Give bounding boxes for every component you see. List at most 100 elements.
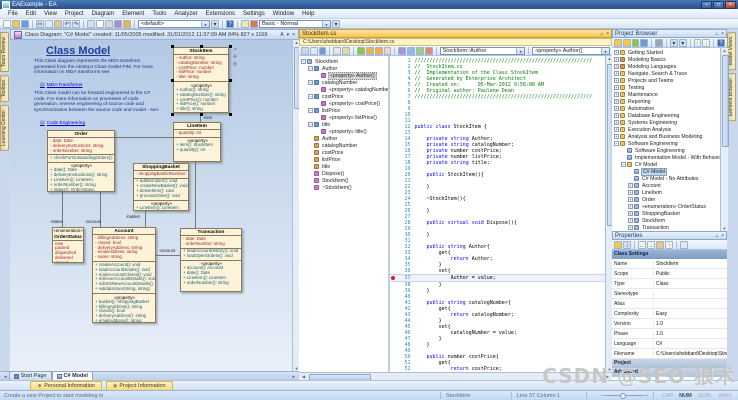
tree-expander[interactable]: +: [614, 106, 619, 111]
dock-tab-learning-center[interactable]: Learning Center: [0, 105, 9, 152]
edit-icon[interactable]: [656, 240, 664, 249]
tree-item[interactable]: +Reporting: [612, 98, 720, 105]
tree-item[interactable]: +Getting Started: [612, 49, 720, 56]
tree-item[interactable]: −C# Model: [612, 161, 720, 168]
selection-handle[interactable]: [171, 45, 174, 48]
compile-icon[interactable]: [398, 46, 407, 55]
tree-expander[interactable]: −: [308, 122, 313, 127]
scrollbar-thumb[interactable]: [721, 55, 729, 147]
tree-item[interactable]: +Database Engineering: [612, 112, 720, 119]
scroll-up-arrow[interactable]: ▲: [294, 40, 299, 45]
menu-element[interactable]: Element: [122, 10, 145, 17]
scroll-down-arrow[interactable]: ▼: [607, 367, 612, 372]
run-icon[interactable]: [416, 46, 424, 55]
tree-expander[interactable]: −: [308, 80, 313, 85]
open-folder-icon[interactable]: [12, 19, 20, 28]
hammer-icon[interactable]: [655, 38, 664, 47]
selection-handle[interactable]: [171, 113, 174, 116]
property-value[interactable]: 1.0: [656, 330, 663, 337]
properties-section-header[interactable]: Project: [612, 359, 727, 368]
menu-settings[interactable]: Settings: [243, 10, 265, 17]
save-icon[interactable]: [318, 46, 327, 55]
next-bookmark-icon[interactable]: [374, 46, 383, 55]
pin-icon[interactable]: ⊥: [599, 30, 605, 37]
tree-expander[interactable]: +: [628, 204, 633, 209]
tree-item[interactable]: costPrice: [299, 149, 388, 156]
uml-class-account[interactable]: Account- billingAddress: string- closed:…: [92, 227, 156, 323]
print-icon[interactable]: [105, 19, 113, 28]
tree-expander[interactable]: +: [628, 197, 633, 202]
selection-handle[interactable]: [200, 45, 203, 48]
breakpoint-gutter[interactable]: [390, 275, 396, 281]
selection-handle[interactable]: [229, 45, 232, 48]
tree-expander[interactable]: −: [621, 162, 626, 167]
prev-icon[interactable]: ←: [638, 240, 646, 249]
zoom-slider[interactable]: − +: [600, 393, 648, 399]
selection-handle[interactable]: [200, 113, 203, 116]
new-package-icon[interactable]: [614, 38, 622, 47]
project-information-button[interactable]: ◉Project Information: [106, 380, 173, 391]
tree-item[interactable]: +Systems Engineering: [612, 119, 720, 126]
scroll-up-arrow[interactable]: ▲: [607, 56, 612, 61]
tree-item[interactable]: StockItem(): [299, 177, 388, 184]
style-icon[interactable]: [250, 19, 258, 28]
new-document-icon[interactable]: [3, 19, 11, 28]
tree-item[interactable]: +Order: [612, 196, 720, 203]
property-row[interactable]: Stereotype: [612, 289, 727, 299]
tree-expander[interactable]: +: [614, 57, 619, 62]
menu-edit[interactable]: Edit: [25, 10, 37, 17]
menu-file[interactable]: File: [8, 10, 18, 17]
zoom-lens-icon[interactable]: ◎: [232, 61, 238, 67]
property-value[interactable]: C#: [656, 340, 663, 347]
tree-item[interactable]: +Maintenance: [612, 91, 720, 98]
tree-item[interactable]: C# Model - No Attributes: [612, 175, 720, 182]
tree-item[interactable]: −listPrice: [299, 107, 388, 114]
scroll-right-arrow[interactable]: ▶: [605, 374, 610, 379]
menu-extensions[interactable]: Extensions: [205, 10, 236, 17]
scroll-down-arrow[interactable]: ▼: [722, 226, 727, 231]
diagram-tab-start-page[interactable]: Start Page: [8, 371, 52, 380]
menu-help[interactable]: Help: [302, 10, 315, 17]
tree-expander[interactable]: +: [628, 183, 633, 188]
tree-item[interactable]: «property» catalogNumber(): [299, 86, 388, 93]
selection-handle[interactable]: [171, 79, 174, 82]
property-row[interactable]: Alias: [612, 299, 727, 309]
diagram-icon[interactable]: [114, 19, 122, 28]
properties-section-header[interactable]: Advanced: [612, 368, 727, 377]
pin-icon[interactable]: ⊥: [714, 30, 720, 37]
dock-tab-toolbox[interactable]: Toolbox: [0, 75, 9, 103]
chevron-down-icon[interactable]: ▾: [601, 47, 609, 54]
property-value[interactable]: StockItem: [656, 260, 679, 267]
tree-item[interactable]: +Analysis and Business Modeling: [612, 133, 720, 140]
up-icon[interactable]: ↑: [665, 240, 673, 249]
tree-item[interactable]: Software Engineering: [612, 147, 720, 154]
move-hand-icon[interactable]: ✛: [232, 54, 238, 60]
add-package-icon[interactable]: [622, 38, 631, 47]
tree-item[interactable]: listPrice: [299, 156, 388, 163]
move-up-icon[interactable]: ↑: [693, 38, 702, 47]
close-icon[interactable]: ×: [606, 30, 609, 37]
tree-item[interactable]: C# Model: [612, 167, 720, 176]
tree-item[interactable]: +«enumeration» OrderStatus: [612, 203, 720, 210]
breakpoint-icon[interactable]: [390, 276, 395, 280]
style-combo[interactable]: Basic - Normal▾: [259, 19, 331, 28]
clear-bookmarks-icon[interactable]: [383, 46, 392, 55]
scroll-left-arrow[interactable]: ◀: [301, 374, 306, 379]
tree-item[interactable]: +Transaction: [612, 224, 720, 231]
diagram-tab-c-model[interactable]: C# Model: [51, 371, 93, 380]
properties-section-header[interactable]: Class Settings: [612, 250, 727, 259]
tree-item[interactable]: +Modeling Languages: [612, 63, 720, 70]
doc-dropdown-icon[interactable]: ▾: [670, 38, 678, 47]
move-down-icon[interactable]: ↓: [702, 38, 711, 47]
tree-expander[interactable]: +: [614, 99, 619, 104]
tree-expander[interactable]: +: [614, 85, 619, 90]
tree-expander[interactable]: +: [614, 71, 619, 76]
add-diagram-icon[interactable]: [631, 38, 640, 47]
menu-analyzer[interactable]: Analyzer: [174, 10, 198, 17]
selection-handle[interactable]: [229, 79, 232, 82]
